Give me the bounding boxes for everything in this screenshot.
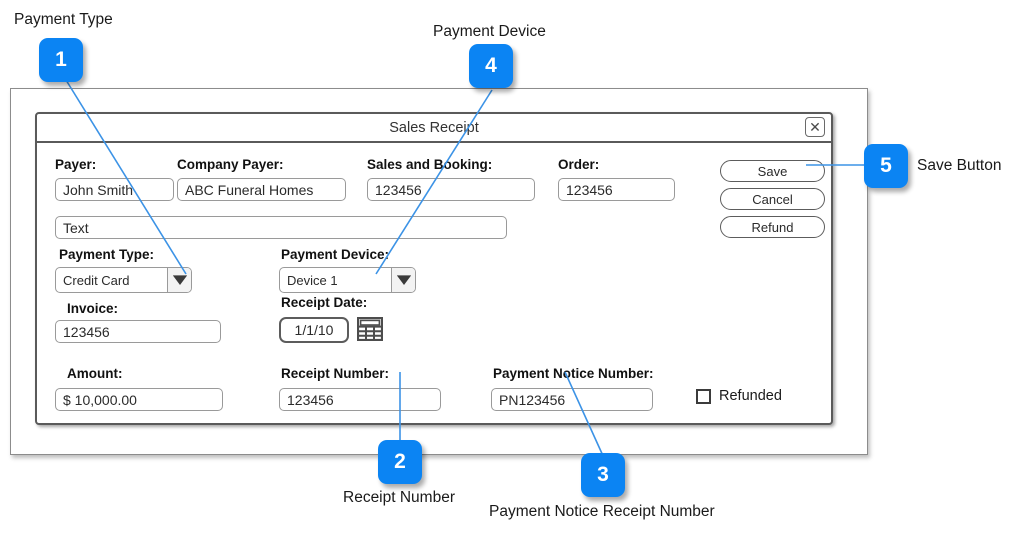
order-input[interactable]: 123456: [558, 178, 675, 201]
callout-label-2: Receipt Number: [343, 489, 455, 506]
refund-button[interactable]: Refund: [720, 216, 825, 238]
order-label: Order:: [558, 157, 600, 172]
callout-badge-1[interactable]: 1: [39, 38, 83, 82]
amount-input[interactable]: $ 10,000.00: [55, 388, 223, 411]
dialog-form-body: Payer: Company Payer: Sales and Booking:…: [37, 143, 831, 425]
payment-notice-number-label: Payment Notice Number:: [493, 366, 654, 381]
callout-badge-4[interactable]: 4: [469, 44, 513, 88]
dialog-title: Sales Receipt: [389, 119, 479, 136]
text-note-input[interactable]: Text: [55, 216, 507, 239]
amount-label: Amount:: [67, 366, 123, 381]
application-window: Sales Receipt ✕ Payer: Company Payer: Sa…: [10, 88, 868, 455]
receipt-number-label: Receipt Number:: [281, 366, 390, 381]
receipt-date-input[interactable]: 1/1/10: [279, 317, 349, 343]
payment-notice-number-input[interactable]: PN123456: [491, 388, 653, 411]
payment-type-dropdown[interactable]: Credit Card: [55, 267, 192, 293]
chevron-down-icon[interactable]: [167, 268, 191, 292]
callout-label-4: Payment Device: [433, 23, 546, 40]
chevron-down-icon[interactable]: [391, 268, 415, 292]
payment-device-value: Device 1: [287, 272, 338, 288]
sales-booking-label: Sales and Booking:: [367, 157, 493, 172]
sales-receipt-dialog: Sales Receipt ✕ Payer: Company Payer: Sa…: [35, 112, 833, 425]
company-payer-input[interactable]: ABC Funeral Homes: [177, 178, 346, 201]
invoice-label: Invoice:: [67, 301, 119, 316]
calendar-icon[interactable]: [356, 316, 384, 342]
save-button[interactable]: Save: [720, 160, 825, 182]
company-payer-label: Company Payer:: [177, 157, 284, 172]
payment-device-dropdown[interactable]: Device 1: [279, 267, 416, 293]
payment-type-label: Payment Type:: [59, 247, 155, 262]
invoice-input[interactable]: 123456: [55, 320, 221, 343]
callout-badge-5[interactable]: 5: [864, 144, 908, 188]
receipt-date-label: Receipt Date:: [281, 295, 368, 310]
callout-label-1: Payment Type: [14, 11, 113, 28]
cancel-button[interactable]: Cancel: [720, 188, 825, 210]
callout-label-5: Save Button: [917, 157, 1002, 174]
receipt-number-input[interactable]: 123456: [279, 388, 441, 411]
close-icon[interactable]: ✕: [805, 117, 825, 137]
callout-badge-3[interactable]: 3: [581, 453, 625, 497]
refunded-checkbox-group[interactable]: Refunded: [696, 388, 782, 404]
payer-input[interactable]: John Smith: [55, 178, 174, 201]
sales-booking-input[interactable]: 123456: [367, 178, 535, 201]
refunded-checkbox[interactable]: [696, 388, 711, 404]
payer-label: Payer:: [55, 157, 97, 172]
dialog-titlebar: Sales Receipt ✕: [37, 114, 831, 143]
payment-device-label: Payment Device:: [281, 247, 390, 262]
callout-label-3: Payment Notice Receipt Number: [489, 503, 715, 520]
refunded-label: Refunded: [719, 388, 782, 404]
callout-badge-2[interactable]: 2: [378, 440, 422, 484]
payment-type-value: Credit Card: [63, 272, 130, 288]
